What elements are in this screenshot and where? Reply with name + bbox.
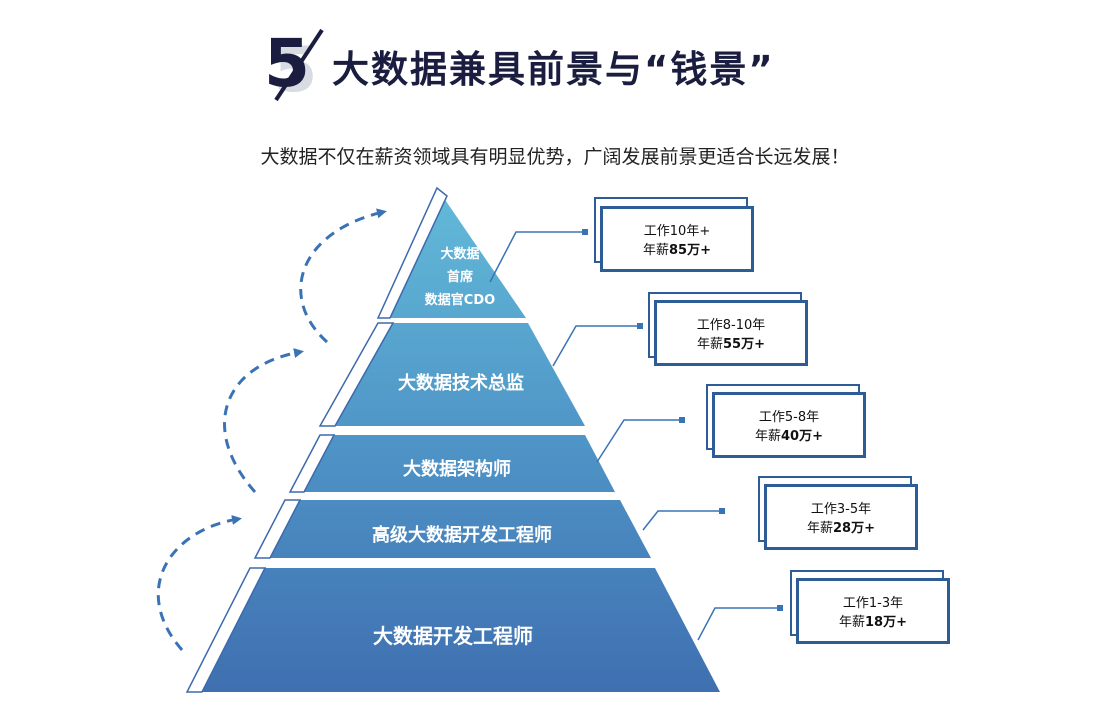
salary-box-2: 工作8-10年 年薪55万+ [654, 300, 808, 366]
tier-5-label: 大数据开发工程师 [373, 624, 533, 648]
connector-3 [596, 419, 682, 463]
tier-4-label: 高级大数据开发工程师 [372, 524, 552, 546]
tier-3-label: 大数据架构师 [403, 458, 511, 480]
page-title: 大数据兼具前景与“钱景” [332, 48, 775, 91]
growth-arrow-1 [156, 515, 242, 651]
pyramid-tier-2: 大数据技术总监 [318, 322, 585, 427]
pyramid-tier-1: 大数据 首席 数据官CDO [376, 186, 526, 319]
page-subtitle: 大数据不仅在薪资领域具有明显优势，广阔发展前景更适合长远发展！ [260, 146, 850, 168]
pyramid-tier-5: 大数据开发工程师 [185, 567, 720, 693]
connector-3-dot [679, 417, 685, 423]
pyramid-tier-3: 大数据架构师 [288, 434, 615, 493]
connector-5-dot [777, 605, 783, 611]
salary-box-5-experience: 工作1-3年 [842, 596, 904, 611]
salary-box-3-salary: 年薪40万+ [755, 429, 823, 444]
salary-box-3-experience: 工作5-8年 [758, 410, 820, 425]
connector-2 [552, 325, 640, 367]
salary-box-1: 工作10年+ 年薪85万+ [600, 206, 754, 272]
growth-arrow-3 [299, 208, 387, 344]
tier-1-label-line-2: 首席 [447, 269, 473, 285]
salary-box-5: 工作1-3年 年薪18万+ [796, 578, 950, 644]
connector-1-dot [582, 229, 588, 235]
connector-5 [697, 607, 780, 641]
connector-2-dot [637, 323, 643, 329]
section-title: 5 5 大数据兼具前景与“钱景” [262, 22, 862, 106]
pyramid-tier-4: 高级大数据开发工程师 [253, 499, 651, 559]
salary-box-1-experience: 工作10年+ [643, 224, 711, 239]
connector-1 [489, 231, 584, 283]
salary-box-4-salary: 年薪28万+ [807, 521, 875, 536]
tier-1-label-line-1: 大数据 [440, 246, 479, 262]
salary-box-2-salary: 年薪55万+ [697, 337, 765, 352]
tier-1-label-line-3: 数据官CDO [425, 292, 495, 308]
salary-box-1-salary: 年薪85万+ [643, 243, 711, 258]
salary-box-2-experience: 工作8-10年 [696, 318, 766, 333]
tier-2-label: 大数据技术总监 [398, 372, 524, 394]
growth-arrow-2 [223, 348, 304, 493]
salary-box-4-experience: 工作3-5年 [810, 502, 872, 517]
salary-box-4: 工作3-5年 年薪28万+ [764, 484, 918, 550]
salary-box-3: 工作5-8年 年薪40万+ [712, 392, 866, 458]
salary-box-5-salary: 年薪18万+ [839, 615, 907, 630]
connector-4-dot [719, 508, 725, 514]
title-slash-decoration [274, 28, 324, 102]
connector-4 [642, 510, 722, 531]
